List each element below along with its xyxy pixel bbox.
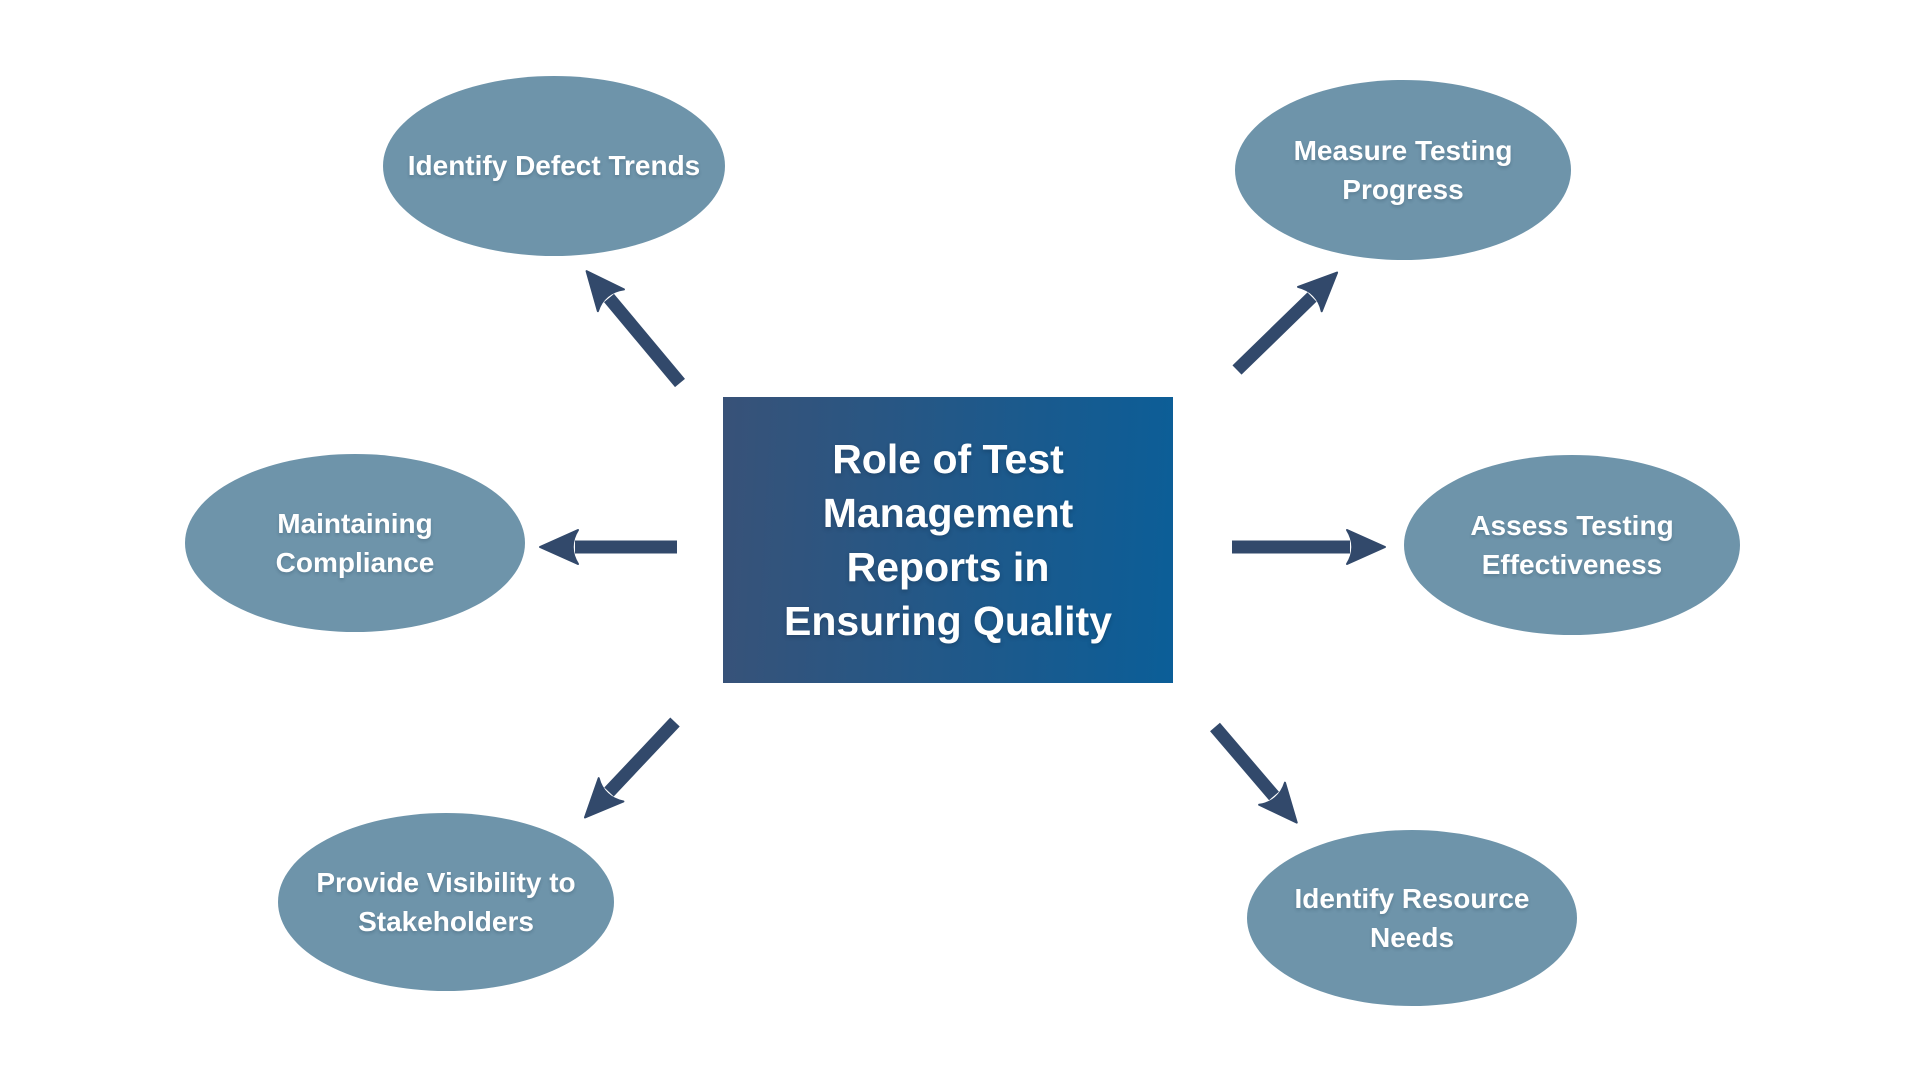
node-label: Provide Visibility to Stakeholders (316, 866, 576, 937)
node-assess-testing-effectiveness: Assess Testing Effectiveness (1404, 455, 1740, 635)
node-label: Identify Resource Needs (1294, 882, 1530, 953)
node-identify-defect-trends: Identify Defect Trends (383, 76, 725, 256)
node-identify-resource-needs: Identify Resource Needs (1247, 830, 1577, 1006)
center-topic-label: Role of Test Management Reports in Ensur… (783, 435, 1113, 645)
node-provide-visibility-to-stakeholders: Provide Visibility to Stakeholders (278, 813, 614, 991)
node-maintaining-compliance: Maintaining Compliance (185, 454, 525, 632)
arrow-to-identify-resource-needs (1210, 722, 1298, 824)
node-label: Maintaining Compliance (275, 507, 435, 578)
center-topic-box: Role of Test Management Reports in Ensur… (723, 397, 1173, 683)
node-label: Assess Testing Effectiveness (1470, 509, 1674, 580)
arrow-to-measure-testing-progress (1232, 271, 1339, 375)
arrow-to-provide-visibility-to-stakeholders (583, 717, 680, 819)
node-label: Measure Testing Progress (1293, 134, 1513, 205)
arrow-to-identify-defect-trends (585, 270, 685, 388)
node-label: Identify Defect Trends (407, 150, 701, 182)
node-measure-testing-progress: Measure Testing Progress (1235, 80, 1571, 260)
